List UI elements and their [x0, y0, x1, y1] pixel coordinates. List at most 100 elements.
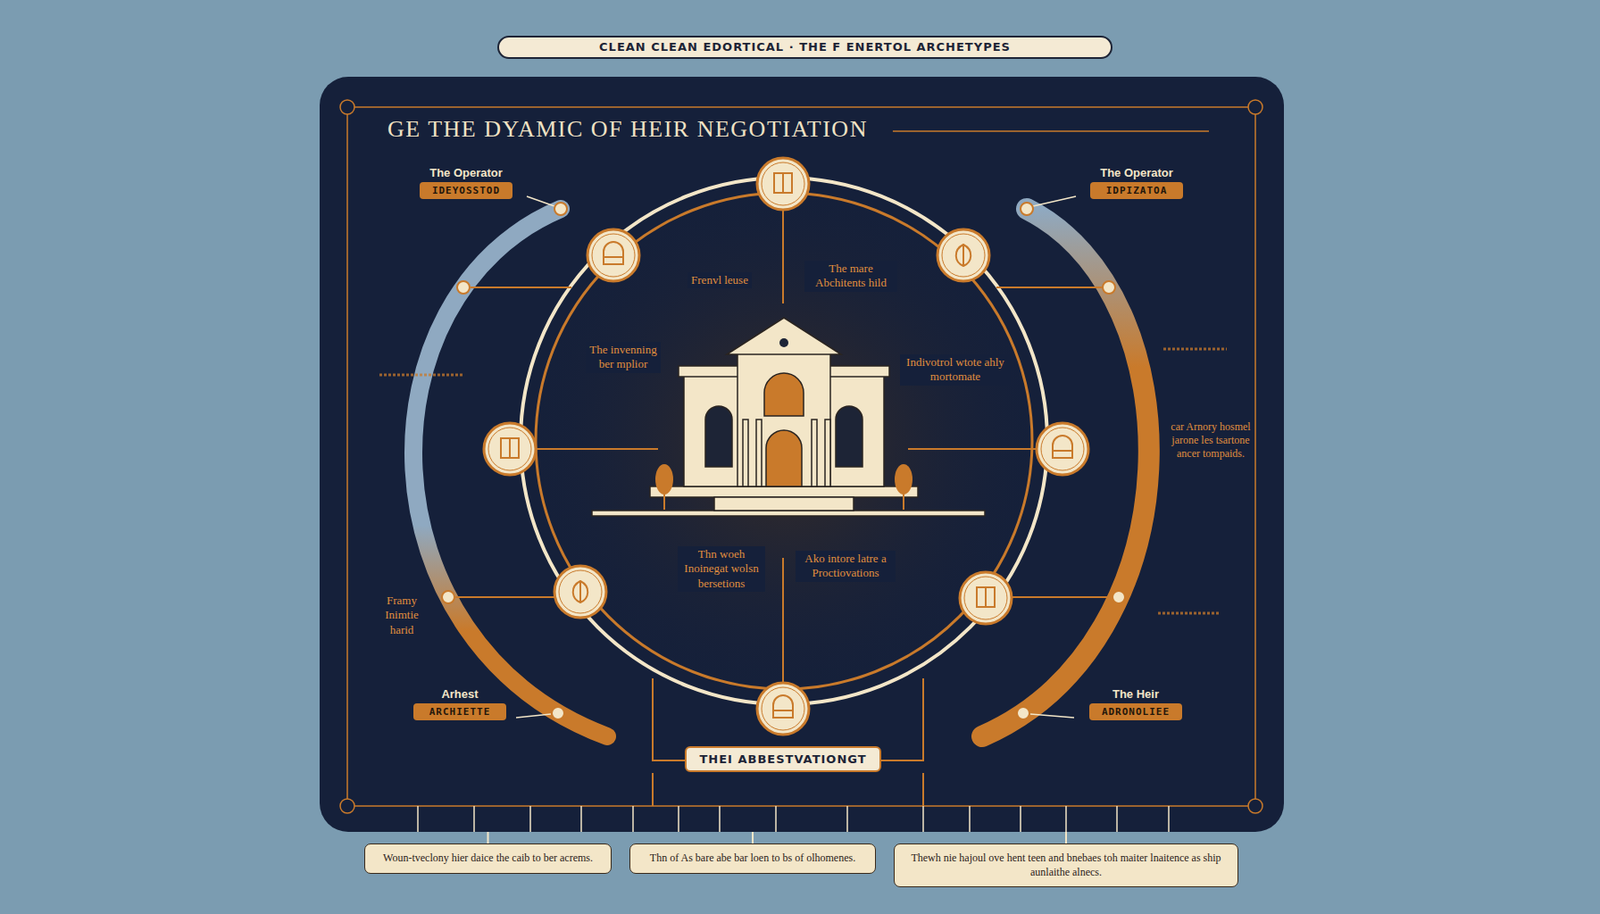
archetype-tag: The HeirADRONOLIEE	[1089, 687, 1183, 721]
corner-ornament	[340, 799, 355, 814]
icon-disc-inner	[591, 233, 635, 277]
side-line	[470, 286, 572, 289]
tick-line	[968, 806, 971, 833]
ring-note: Framy Inimtie harid	[375, 592, 428, 639]
ring-icon	[1036, 423, 1089, 475]
side-line	[996, 286, 1102, 289]
ring-icon	[757, 683, 809, 735]
ring-icon	[757, 158, 809, 210]
faint-mark	[1163, 348, 1227, 351]
column	[811, 419, 817, 487]
icon-disc	[483, 423, 536, 475]
icon-disc	[757, 683, 809, 735]
icon-disc-inner	[941, 233, 985, 277]
central-tower	[737, 352, 831, 487]
tick-line	[1019, 806, 1022, 833]
note-text: Thewh nie hajoul ove hent teen and bneba…	[905, 851, 1227, 880]
bracket-line	[875, 678, 924, 761]
faint-mark	[379, 374, 463, 377]
icon-glyph	[603, 256, 624, 259]
arc-dot	[457, 281, 470, 294]
spoke-line	[782, 210, 784, 304]
tick-line	[1116, 806, 1118, 833]
spoke-lines	[455, 210, 1112, 807]
ground-line	[591, 510, 985, 517]
icon-glyph	[1052, 450, 1073, 452]
connector-line	[751, 832, 754, 844]
ring-note: Frenvl leuse	[687, 272, 752, 289]
ring-icons	[483, 158, 1089, 735]
title-pill: CLEAN CLEAN EDORTICAL · THE F ENERTOL AR…	[497, 35, 1113, 59]
archetype-pill: ADRONOLIEE	[1089, 703, 1183, 721]
ring-icon	[959, 572, 1012, 625]
arc-dot	[1112, 591, 1125, 604]
leader-line	[526, 196, 555, 207]
note-box: Thn of As bare abe bar loen to bs of olh…	[629, 843, 876, 875]
icon-glyph	[603, 241, 624, 265]
tick-line	[1065, 806, 1067, 833]
ring-icon	[483, 423, 536, 475]
icon-glyph	[984, 587, 987, 608]
tree-crown	[894, 464, 913, 495]
arc-dot	[551, 707, 565, 720]
leader-line	[516, 714, 551, 718]
pediment	[726, 317, 842, 355]
ring-note: car Arnory hosmel jarone les tsartone an…	[1167, 419, 1254, 462]
ring-icon	[554, 566, 607, 618]
icon-disc	[1036, 423, 1089, 475]
icon-glyph	[782, 173, 784, 193]
spoke-line	[908, 448, 1036, 450]
icon-disc-inner	[558, 570, 602, 614]
arc-dot	[1020, 202, 1034, 216]
archetype-tag: The OperatorIDPIZATOA	[1090, 166, 1184, 200]
corner-ornament	[1248, 799, 1263, 814]
connector-line	[487, 832, 490, 844]
archetype-name: Arhest	[441, 687, 478, 701]
icon-disc	[554, 566, 607, 618]
icon-glyph	[773, 695, 793, 718]
bracket-line	[651, 773, 654, 807]
tick-line	[846, 806, 849, 833]
column	[756, 419, 762, 487]
icon-glyph	[956, 244, 972, 267]
right-arc	[982, 208, 1150, 737]
leader-line	[1033, 196, 1076, 207]
tick-line	[1167, 806, 1170, 833]
icon-glyph	[508, 438, 511, 459]
archetype-pill: IDEYOSSTOD	[419, 182, 513, 200]
icon-disc	[959, 572, 1012, 625]
arc-dot	[441, 591, 455, 604]
ring-note: The mare Abchitents hild	[804, 260, 898, 292]
door	[766, 430, 802, 487]
icon-glyph	[976, 587, 995, 608]
inner-border	[347, 107, 1256, 807]
panel-ground	[319, 76, 1284, 833]
note-text: Woun-tveclony hier daice the caib to ber…	[375, 851, 600, 867]
tick-line	[922, 806, 925, 833]
bracket-line	[652, 678, 691, 761]
center-pill: THEI ABBESTVATIONGT	[684, 746, 881, 773]
tick-line	[677, 806, 680, 833]
icon-glyph	[1052, 435, 1073, 459]
corner-ornament	[340, 100, 355, 115]
icon-glyph	[500, 438, 519, 459]
tree-crown	[655, 464, 674, 495]
icon-disc-inner	[1041, 427, 1084, 471]
plinth	[650, 486, 918, 498]
spoke-line	[782, 558, 784, 684]
left-arc	[413, 208, 608, 737]
bottom-ticks	[417, 806, 1169, 833]
panel-heading: GE THE DYAMIC OF HEIR NEGOTIATION	[387, 116, 868, 143]
archetype-pill: IDPIZATOA	[1090, 182, 1184, 200]
faint-mark	[1158, 612, 1220, 616]
tick-line	[416, 806, 419, 833]
tick-line	[775, 806, 777, 833]
note-box: Thewh nie hajoul ove hent teen and bneba…	[893, 843, 1239, 888]
column	[742, 419, 749, 487]
heading-rule	[892, 130, 1209, 133]
archetype-tag: The OperatorIDEYOSSTOD	[419, 166, 513, 200]
tick-line	[718, 806, 721, 833]
bracket-line	[922, 773, 925, 807]
leader-lines	[516, 196, 1076, 718]
pediment-medallion	[779, 338, 789, 348]
